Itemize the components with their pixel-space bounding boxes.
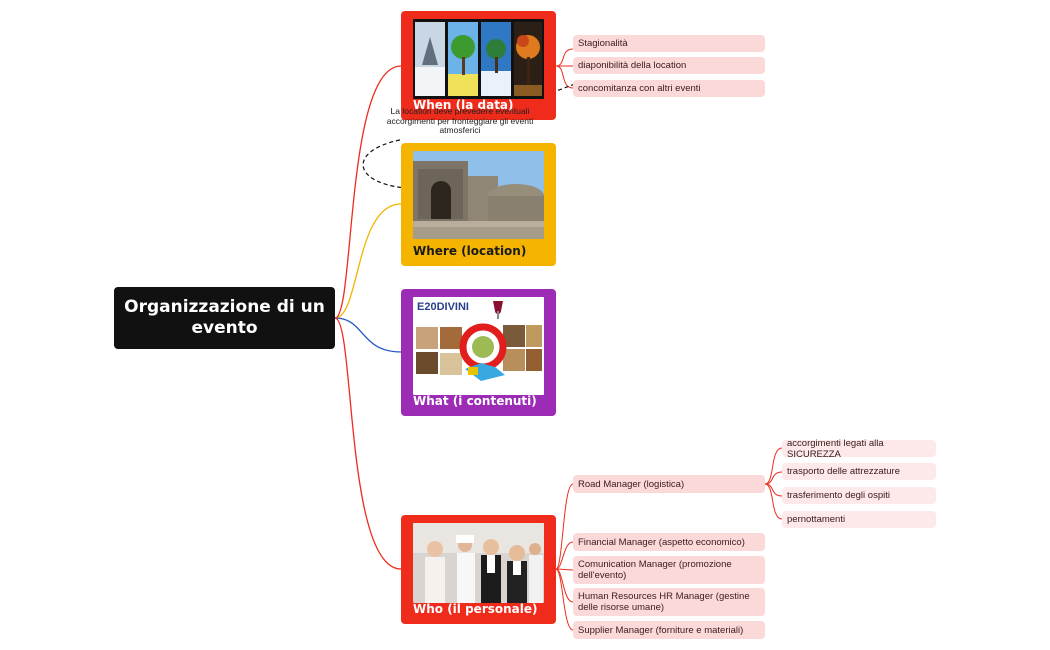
annotation-relation-line-2 [362, 139, 406, 189]
when-item[interactable]: diaponibilità della location [573, 57, 765, 74]
wine-event-photo: E20DIVINI [413, 297, 544, 395]
wine-event-logo-text: E20DIVINI [417, 301, 469, 313]
relation-annotation[interactable]: La location deve prevedere eventuali acc… [386, 106, 534, 135]
who-item[interactable]: Human Resources HR Manager (gestine dell… [573, 588, 765, 616]
who-item-road-manager[interactable]: Road Manager (logistica) [573, 475, 765, 493]
connector-road-sub-4 [764, 483, 783, 520]
connector-road-sub-1 [764, 447, 783, 485]
root-title: Organizzazione di un evento [124, 297, 325, 338]
connector-who-leaf-5 [555, 568, 574, 631]
connector-road-sub-3 [764, 483, 783, 497]
road-manager-item[interactable]: trasporto delle attrezzature [782, 463, 936, 480]
connector-root-what [334, 317, 402, 353]
who-item[interactable]: Financial Manager (aspetto economico) [573, 533, 765, 551]
staff-photo [413, 523, 544, 603]
road-manager-item[interactable]: trasferimento degli ospiti [782, 487, 936, 504]
seasons-photo [413, 19, 544, 99]
connector-root-when [334, 65, 402, 319]
branch-what-label: What (i contenuti) [413, 394, 537, 408]
branch-who[interactable]: Who (il personale) [401, 515, 556, 624]
branch-when[interactable]: When (la data) [401, 11, 556, 120]
when-item[interactable]: Stagionalità [573, 35, 765, 52]
connector-root-where [334, 203, 402, 319]
road-manager-item[interactable]: accorgimenti legati alla SICUREZZA [782, 438, 936, 460]
branch-who-label: Who (il personale) [413, 602, 538, 616]
road-manager-item[interactable]: pernottamenti [782, 511, 936, 528]
connector-who-trunk [555, 483, 574, 570]
connector-when-leaf-1 [555, 48, 574, 67]
connector-root-who [334, 317, 402, 570]
when-item[interactable]: concomitanza con altri eventi [573, 80, 765, 97]
who-item[interactable]: Comunication Manager (promozione dell'ev… [573, 556, 765, 584]
connector-road-sub-2 [764, 471, 783, 485]
branch-when-label: When (la data) [413, 98, 514, 112]
connector-when-leaf-3 [555, 65, 574, 89]
branch-what[interactable]: E20DIVINI What (i contenuti) [401, 289, 556, 416]
branch-where[interactable]: Where (location) [401, 143, 556, 266]
connector-who-leaf-3 [555, 568, 574, 571]
who-item[interactable]: Supplier Manager (forniture e materiali) [573, 621, 765, 639]
root-node[interactable]: Organizzazione di un evento [114, 287, 335, 349]
branch-where-label: Where (location) [413, 244, 527, 258]
connector-who-leaf-2 [555, 541, 574, 570]
castle-photo [413, 151, 544, 239]
